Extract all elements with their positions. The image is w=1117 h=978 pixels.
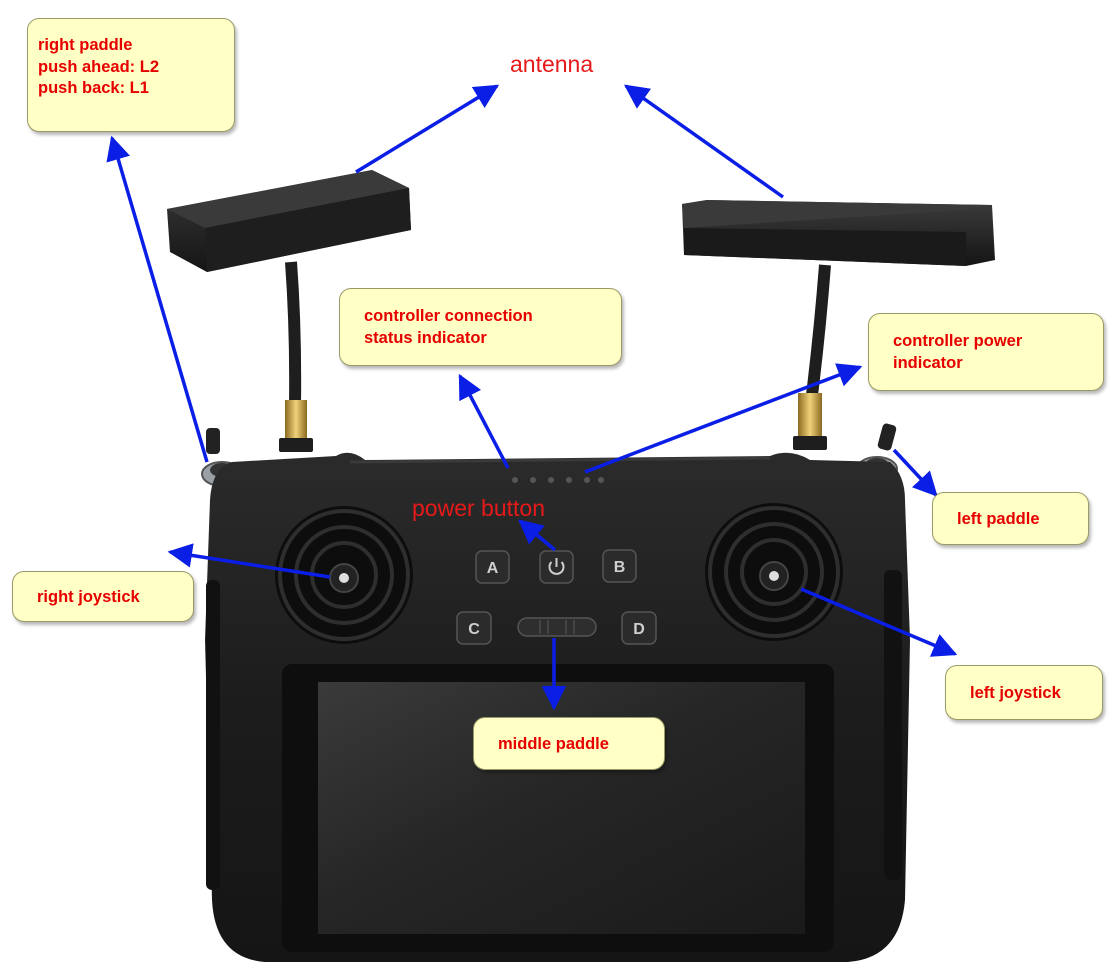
button-b-label: B xyxy=(614,559,626,576)
button-a: A xyxy=(475,550,510,584)
power-button-label: power button xyxy=(412,495,545,521)
power-indicator-line-1: controller power xyxy=(893,332,1023,350)
right-antenna xyxy=(682,200,995,450)
power-button-key xyxy=(539,550,574,584)
status-indicator-leds xyxy=(512,477,604,483)
middle-paddle-wheel xyxy=(517,617,597,637)
power-icon xyxy=(548,561,565,575)
left-antenna xyxy=(167,170,411,452)
right-paddle-callout: right paddle push ahead: L2 push back: L… xyxy=(27,18,235,132)
annotation-arrows xyxy=(106,84,958,711)
button-d-label: D xyxy=(633,621,645,638)
button-a-label: A xyxy=(487,560,499,577)
power-indicator-line-2: indicator xyxy=(893,354,963,372)
middle-paddle-text: middle paddle xyxy=(498,735,609,753)
left-joystick-text: left joystick xyxy=(970,684,1061,702)
arrow-connection-indicator xyxy=(458,373,510,469)
right-joystick-gimbal xyxy=(275,506,413,644)
arrow-power-indicator xyxy=(584,363,863,474)
left-paddle-text: left paddle xyxy=(957,510,1040,528)
connection-line-2: status indicator xyxy=(364,329,487,347)
arrow-left-paddle xyxy=(892,448,938,497)
arrow-right-paddle xyxy=(106,135,209,463)
controller-connection-callout: controller connection status indicator xyxy=(339,288,622,366)
arrow-antenna-left xyxy=(355,84,500,174)
antenna-label: antenna xyxy=(510,51,594,77)
arrow-right-joystick xyxy=(167,543,331,579)
arrow-left-joystick xyxy=(800,587,958,657)
button-b: B xyxy=(602,549,637,583)
right-paddle-push-ahead: push ahead: L2 xyxy=(38,57,160,76)
middle-paddle-callout: middle paddle xyxy=(473,717,665,770)
arrow-antenna-right xyxy=(623,84,785,199)
button-d: D xyxy=(621,611,657,645)
left-joystick-gimbal xyxy=(705,503,843,641)
touch-screen xyxy=(282,664,834,952)
button-c: C xyxy=(456,611,492,645)
connection-line-1: controller connection xyxy=(364,307,533,325)
controller-power-callout: controller power indicator xyxy=(868,313,1104,391)
right-paddle-title: right paddle xyxy=(38,36,133,54)
button-c-label: C xyxy=(468,621,480,638)
left-joystick-callout: left joystick xyxy=(945,665,1103,720)
left-paddle-callout: left paddle xyxy=(932,492,1089,545)
arrow-power-button xyxy=(518,519,557,552)
right-joystick-callout: right joystick xyxy=(12,571,194,622)
right-joystick-text: right joystick xyxy=(37,588,140,606)
right-paddle-push-back: push back: L1 xyxy=(38,79,149,97)
